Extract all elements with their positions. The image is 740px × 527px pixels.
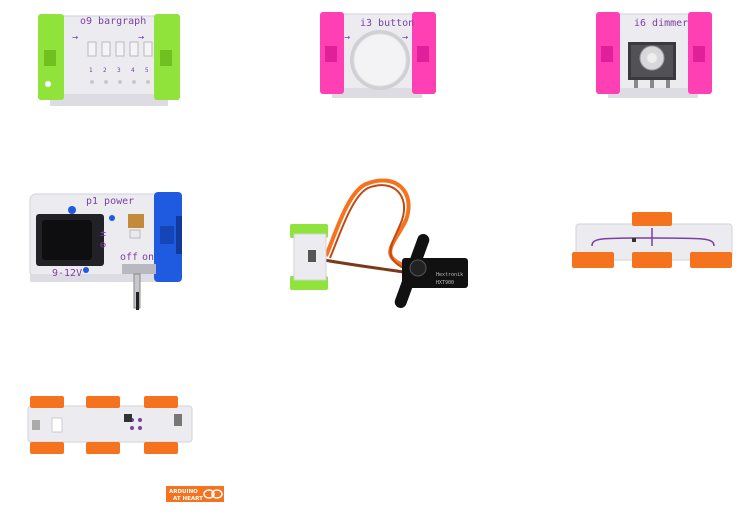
power-module: p1 power ± ⊖ off on 9-12V xyxy=(26,186,186,312)
arduino-module xyxy=(24,394,194,458)
button-module: i3 button → → xyxy=(318,10,438,100)
svg-text:→: → xyxy=(138,32,144,43)
led-label-4: 4 xyxy=(131,67,135,74)
heart-infinity-icon xyxy=(203,489,223,499)
arduino-at-heart-badge: ARDUINO AT HEART xyxy=(166,486,224,502)
servo-model: HXT900 xyxy=(436,280,454,286)
svg-text:⊖: ⊖ xyxy=(100,240,106,251)
led-label-3: 3 xyxy=(117,67,121,74)
button-label: i3 button xyxy=(360,18,414,29)
svg-text:→: → xyxy=(72,32,78,43)
led-label-2: 2 xyxy=(103,67,107,74)
dimmer-label: i6 dimmer xyxy=(634,18,688,29)
led-label-5: 5 xyxy=(145,67,149,74)
svg-text:→: → xyxy=(402,32,408,43)
badge-line-2: AT HEART xyxy=(173,496,203,502)
led-label-1: 1 xyxy=(89,67,93,74)
split-module xyxy=(570,210,740,276)
servo-module: Hextronik HXT900 xyxy=(286,172,486,312)
servo-brand: Hextronik xyxy=(436,272,463,278)
switch-on-label: on xyxy=(142,252,154,263)
bargraph-label: o9 bargraph xyxy=(80,16,146,27)
power-label: p1 power xyxy=(86,196,134,207)
dimmer-module: i6 dimmer xyxy=(594,10,714,100)
svg-text:→: → xyxy=(344,32,350,43)
voltage-label: 9-12V xyxy=(52,268,82,279)
bargraph-module: o9 bargraph → → 1 2 3 4 5 xyxy=(38,10,180,114)
svg-text:±: ± xyxy=(100,228,106,239)
switch-off-label: off xyxy=(120,252,138,263)
badge-line-1: ARDUINO xyxy=(169,489,198,495)
